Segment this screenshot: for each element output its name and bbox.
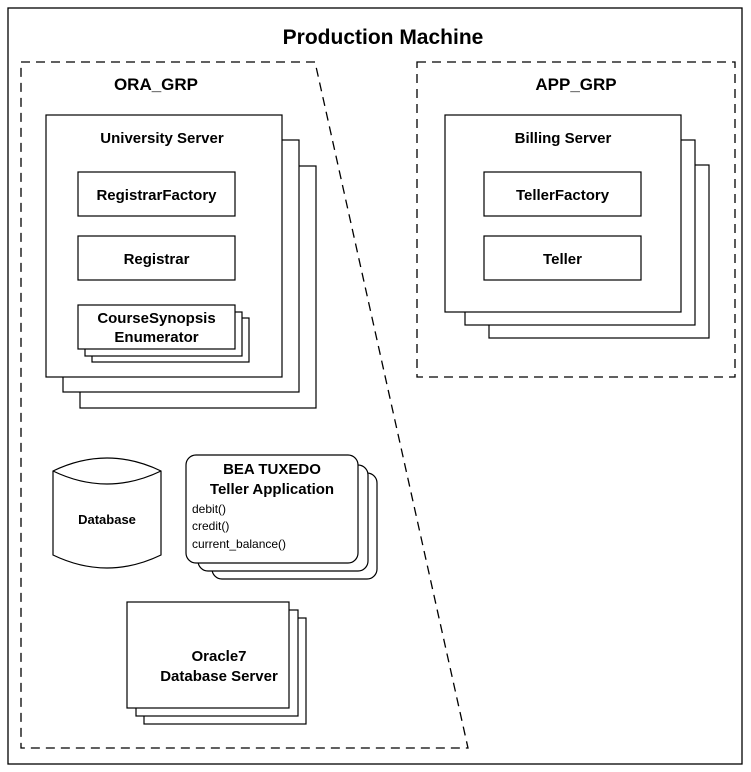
tuxedo-op-debit: debit() [192, 502, 226, 516]
tuxedo-app-box [185, 454, 359, 564]
tuxedo-app-stack: BEA TUXEDO Teller Application debit() cr… [185, 454, 378, 580]
app-grp-region [416, 61, 736, 378]
tuxedo-title-line-1: BEA TUXEDO [223, 461, 321, 478]
course-synopsis-enumerator-stack: CourseSynopsis Enumerator [77, 304, 250, 363]
billing-server-label: Billing Server [515, 130, 612, 147]
oracle-server-stack: Oracle7 Database Server [126, 601, 307, 725]
ora-grp-label: ORA_GRP [114, 75, 198, 94]
database-body [52, 457, 162, 569]
cse-label-line-1: CourseSynopsis [97, 310, 215, 327]
university-server-label: University Server [100, 130, 224, 147]
oracle-server-box [126, 601, 290, 709]
teller-factory-box [483, 171, 642, 217]
database-top-rim [52, 470, 162, 485]
course-synopsis-enumerator-box [77, 304, 236, 350]
registrar-label: Registrar [124, 251, 190, 268]
ora-grp-region [20, 61, 469, 749]
tuxedo-op-credit: credit() [192, 519, 229, 533]
registrar-box [77, 235, 236, 281]
registrar-factory-box [77, 171, 236, 217]
tuxedo-title-line-2: Teller Application [210, 481, 334, 498]
teller-box [483, 235, 642, 281]
registrar-factory-label: RegistrarFactory [96, 187, 217, 204]
billing-server-stack: Billing Server TellerFactory Teller [444, 114, 710, 339]
cse-label-line-2: Enumerator [114, 329, 198, 346]
database-cylinder: Database [52, 457, 162, 569]
teller-factory-label: TellerFactory [516, 187, 610, 204]
oracle-label-line-2: Database Server [160, 668, 278, 685]
tuxedo-op-current-balance: current_balance() [192, 537, 286, 551]
production-machine-title: Production Machine [283, 26, 484, 49]
teller-label: Teller [543, 251, 582, 268]
university-server-stack: University Server RegistrarFactory Regis… [45, 114, 317, 409]
app-grp-label: APP_GRP [535, 75, 616, 94]
oracle-label-line-1: Oracle7 [191, 648, 246, 665]
database-label: Database [78, 512, 136, 527]
